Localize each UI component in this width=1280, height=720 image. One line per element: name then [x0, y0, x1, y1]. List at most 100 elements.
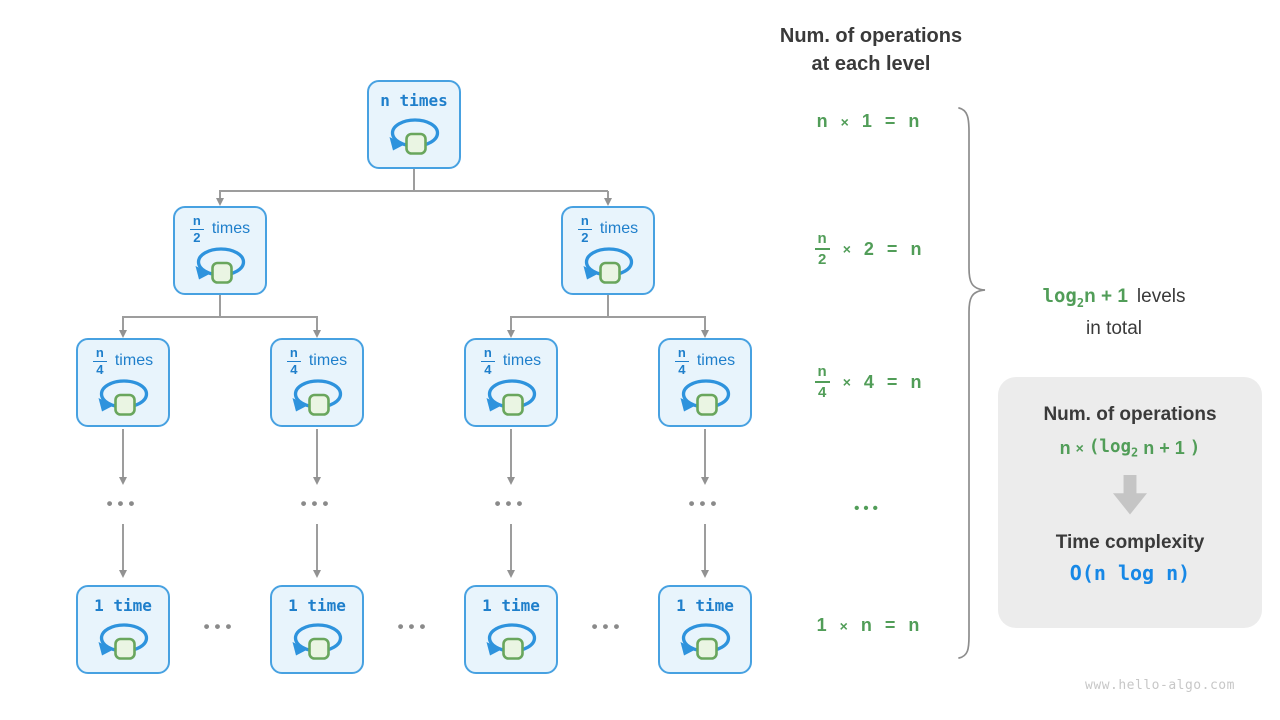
- connector-line: [219, 190, 608, 192]
- arrowhead-icon: [118, 477, 127, 485]
- ellipsis: •••: [203, 617, 237, 636]
- arrowhead-icon: [312, 570, 321, 578]
- connector-line: [413, 169, 415, 191]
- tree-node-1-time: 1 time: [464, 585, 558, 674]
- connector-line: [510, 524, 512, 570]
- arrowhead-icon: [700, 330, 709, 338]
- ellipsis: •••: [591, 617, 625, 636]
- time-complexity-title: Time complexity: [1055, 531, 1205, 553]
- node-label: 1 time: [482, 596, 540, 615]
- ellipsis: •••: [106, 494, 140, 513]
- connector-line: [704, 429, 706, 477]
- connector-line: [704, 317, 706, 330]
- ellipsis: •••: [688, 494, 722, 513]
- connector-line: [510, 429, 512, 477]
- connector-line: [219, 191, 221, 199]
- tree-node-1-time: 1 time: [76, 585, 170, 674]
- loop-icon: [680, 379, 731, 416]
- down-arrow-icon: [1113, 474, 1147, 515]
- connector-line: [316, 429, 318, 477]
- arrowhead-icon: [603, 198, 612, 206]
- arrowhead-icon: [312, 330, 321, 338]
- arrowhead-icon: [118, 570, 127, 578]
- loop-icon: [389, 118, 440, 155]
- arrowhead-icon: [506, 477, 515, 485]
- connector-line: [607, 295, 609, 317]
- node-label: 1 time: [288, 596, 346, 615]
- loop-icon: [292, 623, 343, 660]
- column-header-line2: at each level: [811, 53, 931, 75]
- equation-ellipsis: •••: [854, 500, 882, 517]
- node-label: 1 time: [94, 596, 152, 615]
- arrowhead-icon: [312, 477, 321, 485]
- tree-node-n-times: n times: [367, 80, 461, 169]
- loop-icon: [292, 379, 343, 416]
- column-header: Num. of operations at each level: [760, 22, 982, 78]
- arrowhead-icon: [118, 330, 127, 338]
- connector-line: [704, 524, 706, 570]
- equation-level-last: 1×n=n: [816, 615, 920, 635]
- loop-icon: [486, 623, 537, 660]
- loop-icon: [486, 379, 537, 416]
- loop-icon: [680, 623, 731, 660]
- levels-note-line2: in total: [1086, 317, 1142, 339]
- node-label: 1 time: [676, 596, 734, 615]
- ellipsis: •••: [494, 494, 528, 513]
- connector-line: [316, 317, 318, 330]
- curly-brace: [958, 107, 986, 659]
- loop-icon: [583, 247, 634, 284]
- equation-level1: n×1=n: [816, 111, 920, 131]
- loop-icon: [98, 379, 149, 416]
- ellipsis: •••: [397, 617, 431, 636]
- tree-node-1-time: 1 time: [658, 585, 752, 674]
- arrowhead-icon: [700, 477, 709, 485]
- connector-line: [219, 295, 221, 317]
- loop-icon: [195, 247, 246, 284]
- connector-line: [316, 524, 318, 570]
- connector-line: [607, 191, 609, 199]
- connector-line: [122, 316, 318, 318]
- watermark: www.hello-algo.com: [1085, 678, 1235, 693]
- column-header-line1: Num. of operations: [779, 25, 963, 47]
- time-complexity-value: O(n log n): [1069, 560, 1191, 585]
- node-label: n times: [380, 91, 448, 110]
- connector-line: [510, 317, 512, 330]
- ellipsis: •••: [300, 494, 334, 513]
- arrowhead-icon: [506, 570, 515, 578]
- summary-title: Num. of operations: [1043, 404, 1217, 425]
- connector-line: [122, 317, 124, 330]
- connector-line: [122, 524, 124, 570]
- loop-icon: [98, 623, 149, 660]
- tree-node-1-time: 1 time: [270, 585, 364, 674]
- connector-line: [122, 429, 124, 477]
- arrowhead-icon: [700, 570, 709, 578]
- arrowhead-icon: [506, 330, 515, 338]
